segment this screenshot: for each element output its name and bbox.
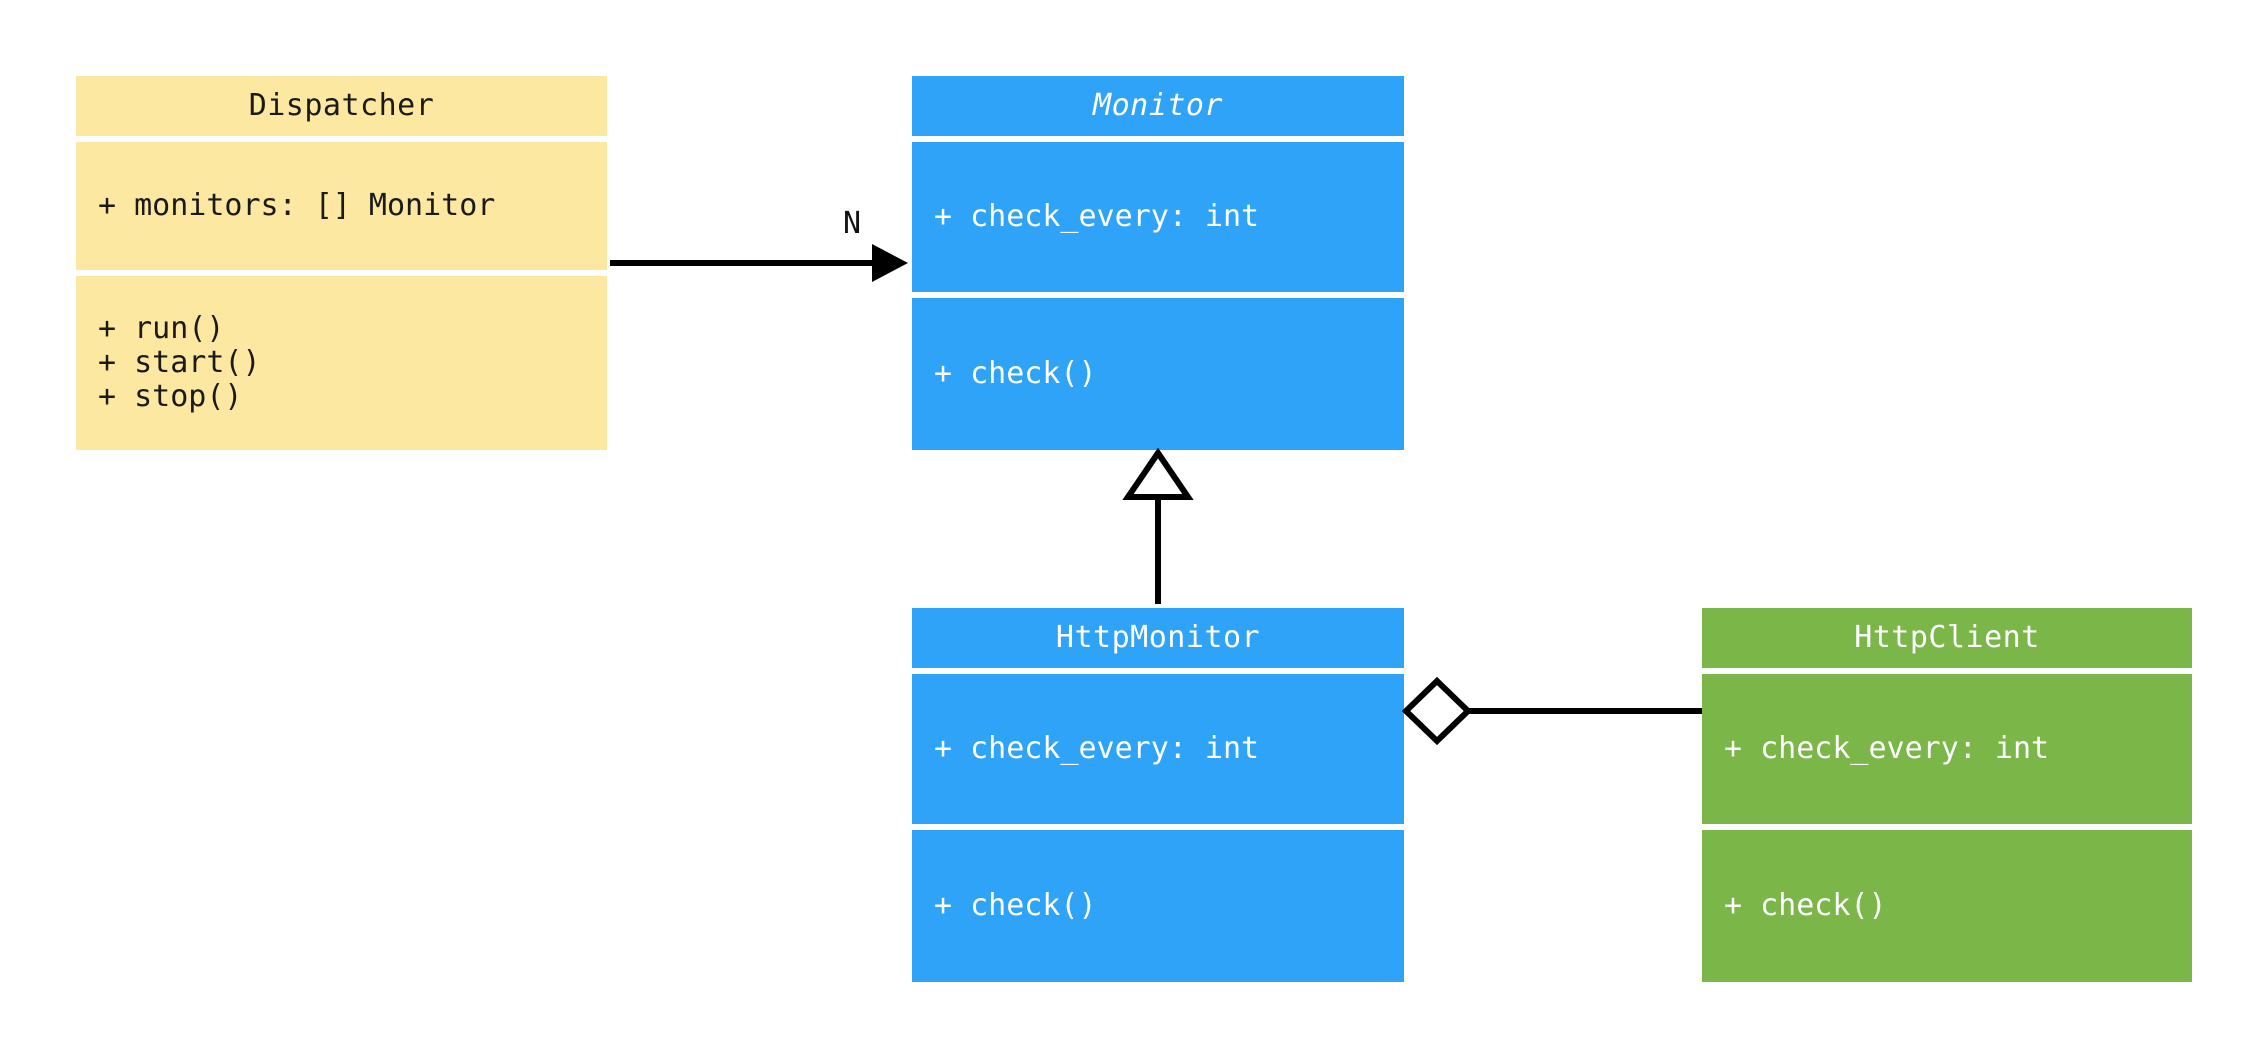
- class-methods-compartment-dispatcher: + run() + start() + stop(): [76, 276, 607, 450]
- class-name-dispatcher: Dispatcher: [248, 87, 435, 123]
- method-row: + start(): [98, 345, 261, 380]
- hollow-triangle-icon: [1122, 447, 1194, 500]
- class-box-http-client[interactable]: HttpClient + check_every: int + check(): [1702, 608, 2192, 982]
- class-attributes-compartment-dispatcher: + monitors: [] Monitor: [76, 142, 607, 270]
- class-name-monitor: Monitor: [1093, 87, 1223, 123]
- edge-httpmonitor-aggregates-httpclient: [1401, 676, 1702, 746]
- attribute-row: + check_every: int: [934, 731, 1260, 766]
- attribute-row: + check_every: int: [934, 199, 1260, 234]
- class-attributes-compartment-http-client: + check_every: int: [1702, 674, 2192, 824]
- class-attributes-compartment-http-monitor: + check_every: int: [912, 674, 1404, 824]
- class-title-compartment-monitor: Monitor: [912, 76, 1404, 136]
- method-row: + check(): [934, 356, 1097, 391]
- attribute-row: + monitors: [] Monitor: [98, 188, 496, 223]
- method-row: + check(): [934, 888, 1097, 923]
- edge-label-multiplicity-n: N: [843, 206, 862, 241]
- class-methods-compartment-monitor: + check(): [912, 298, 1404, 450]
- class-methods-compartment-http-client: + check(): [1702, 830, 2192, 982]
- method-row: + stop(): [98, 379, 243, 414]
- edge-httpmonitor-inherits-monitor: [1122, 447, 1194, 604]
- class-box-http-monitor[interactable]: HttpMonitor + check_every: int + check(): [912, 608, 1404, 982]
- class-title-compartment-http-client: HttpClient: [1702, 608, 2192, 668]
- class-title-compartment-http-monitor: HttpMonitor: [912, 608, 1404, 668]
- method-row: + check(): [1724, 888, 1887, 923]
- filled-arrowhead-icon: [872, 244, 908, 282]
- attribute-row: + check_every: int: [1724, 731, 2050, 766]
- class-title-compartment-dispatcher: Dispatcher: [76, 76, 607, 136]
- class-name-http-monitor: HttpMonitor: [1055, 619, 1261, 655]
- edge-dispatcher-to-monitor: [610, 244, 908, 282]
- method-row: + run(): [98, 311, 225, 346]
- class-attributes-compartment-monitor: + check_every: int: [912, 142, 1404, 292]
- class-box-dispatcher[interactable]: Dispatcher + monitors: [] Monitor + run(…: [76, 76, 607, 450]
- class-methods-compartment-http-monitor: + check(): [912, 830, 1404, 982]
- class-box-monitor[interactable]: Monitor + check_every: int + check(): [912, 76, 1404, 450]
- hollow-diamond-icon: [1401, 676, 1473, 746]
- class-name-http-client: HttpClient: [1854, 619, 2040, 655]
